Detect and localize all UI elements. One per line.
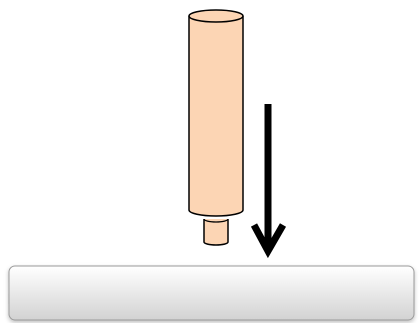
surface-slab	[8, 265, 415, 321]
down-arrow-icon	[250, 104, 287, 259]
cylinder-tip	[203, 218, 229, 246]
cylinder-body	[188, 9, 244, 217]
cylinder-top-cap	[188, 9, 244, 23]
